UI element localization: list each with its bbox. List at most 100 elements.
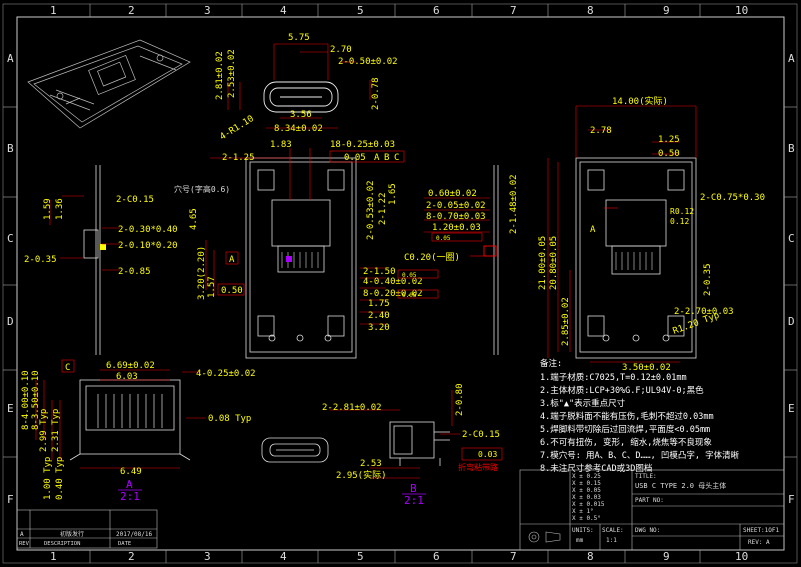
dim-label: 2-1.22	[378, 192, 388, 225]
dim-label: 6.49	[120, 467, 142, 477]
note-item: 6.不可有扭伤, 变形, 缩水,烧焦等不良现象	[540, 437, 712, 448]
bend-note: 折弯粘带路	[458, 462, 498, 472]
rev-desc: 初版发行	[60, 530, 84, 538]
rev-header: REV	[19, 541, 30, 547]
datum-label: A	[374, 153, 380, 163]
note-item: 8.未注尺寸参考CAD或3D图档	[540, 463, 652, 474]
dim-label: 0.40 Typ	[55, 457, 65, 500]
note-item: 2.主体材质:LCP+30%G.F;UL94V-0;黑色	[540, 385, 704, 396]
dim-label: 4.65	[189, 208, 199, 230]
tolerance: X ± 1°	[572, 508, 594, 515]
dim-label: 1.36	[55, 198, 65, 220]
col-label: 10	[735, 4, 748, 17]
dim-label: 2.70	[330, 45, 352, 55]
col-label: 4	[280, 4, 287, 17]
col-label: 3	[204, 4, 211, 17]
dim-label: 2-0.80	[455, 383, 465, 416]
col-label: 5	[357, 550, 364, 563]
grid-column-labels-top: 1 2 3 4 5 6 7 8 9 10	[50, 4, 748, 17]
dim-label: 0.05	[344, 153, 366, 163]
col-label: 2	[128, 4, 135, 17]
gdt-label: 0.05	[436, 235, 451, 242]
section-scale: 2:1	[120, 490, 140, 503]
units-value: mm	[576, 537, 584, 544]
scale-value: 1:1	[606, 537, 617, 544]
dim-label: 1.57	[207, 276, 217, 298]
row-label: F	[7, 493, 14, 506]
dim-label: C0.20(一圈)	[404, 252, 460, 263]
col-label: 10	[735, 550, 748, 563]
section-b: 2-2.81±0.02 2-0.80 2-C0.15 0.03 2.53 2.9…	[322, 383, 503, 507]
note-item: 5.焊脚料带切除后过回流焊,平面度<0.05mm	[540, 424, 710, 435]
rev-date: 2017/08/16	[116, 531, 153, 538]
cavity-note: 穴号(字高0.6)	[174, 184, 230, 194]
dim-label: 6.03	[116, 372, 138, 382]
front-view: 1.83 2-1.25 18-0.25±0.03 0.05 A B C 穴号(字…	[174, 140, 439, 359]
dwg-label: DWG NO:	[635, 527, 660, 534]
row-label: F	[788, 493, 795, 506]
notes-title: 备注:	[540, 358, 562, 369]
dim-label: 2-1.25	[222, 153, 255, 163]
section-label: A	[126, 478, 133, 491]
grid-column-labels-bottom: 1 2 3 4 5 6 7 8 9 10	[50, 550, 748, 563]
row-label: B	[788, 142, 795, 155]
col-label: 7	[510, 4, 517, 17]
col-label: 8	[587, 550, 594, 563]
rev-value: A	[20, 531, 24, 538]
units-label: UNITS:	[572, 527, 594, 534]
notes-block: 备注: 1.端子材质:C7025,T=0.12±0.01mm 2.主体材质:LC…	[540, 358, 740, 474]
col-label: 5	[357, 4, 364, 17]
dim-label: 2-0.30*0.40	[118, 225, 178, 235]
revision-block: A 初版发行 2017/08/16 REV DESCRIPTION DATE	[16, 509, 158, 549]
dim-label: 2.31 Typ	[51, 409, 61, 452]
dim-label: 8-0.70±0.03	[426, 212, 486, 222]
dim-label: 3.56	[290, 110, 312, 120]
title-label: TITLE:	[635, 473, 657, 480]
datum-label: C	[65, 363, 70, 373]
tolerance: X ± 0.05	[572, 487, 601, 494]
note-item: 4.端子脱料面不能有压伤,毛刺不超过0.03mm	[540, 411, 714, 422]
dim-label: 2-0.10*0.20	[118, 241, 178, 251]
dim-label: 2.81±0.02	[215, 51, 225, 100]
dim-label: 1.25	[658, 135, 680, 145]
dim-label: 1.20±0.03	[432, 223, 481, 233]
col-label: 4	[280, 550, 287, 563]
dim-label: 5.75	[288, 33, 310, 43]
scale-label: SCALE:	[602, 527, 624, 534]
dim-label: 3.50±0.02	[622, 363, 671, 373]
dim-label: 2-0.85	[118, 267, 151, 277]
datum-label: A	[590, 225, 596, 235]
dim-label: 2-2.81±0.02	[322, 403, 382, 413]
col-label: 8	[587, 4, 594, 17]
datum-label: B	[384, 153, 389, 163]
datum-label: C	[394, 153, 399, 163]
dim-label: 0.50	[221, 286, 243, 296]
dim-label: 2.40	[368, 311, 390, 321]
dim-label: R0.12	[670, 207, 694, 216]
col-label: 9	[663, 550, 670, 563]
tolerance: X ± 0.15	[572, 480, 601, 487]
part-no-label: PART NO:	[635, 497, 664, 504]
note-item: 1.端子材质:C7025,T=0.12±0.01mm	[540, 372, 687, 383]
dim-label: 1.00 Typ	[43, 457, 53, 500]
mini-front-view	[261, 437, 329, 463]
dim-label: 8.34±0.02	[274, 124, 323, 134]
note-item: 3.标"▲"表示重点尺寸	[540, 398, 626, 409]
dim-label: 2-1.48±0.02	[509, 174, 519, 234]
tolerance: X ± 0.015	[572, 501, 605, 508]
datum-label: A	[229, 255, 235, 265]
tolerance: X ± 0.03	[572, 494, 601, 501]
row-label: E	[7, 402, 14, 415]
dim-label: 2-0.50±0.02	[338, 57, 398, 67]
dim-label: 2.99 Typ	[39, 409, 49, 452]
row-label: A	[788, 52, 795, 65]
isometric-view	[27, 39, 191, 129]
title-value: USB C TYPE 2.0 母头主体	[635, 481, 726, 490]
section-a: 6.69±0.02 6.03 4-0.25±0.02 C 0.08 Typ 6.…	[21, 359, 256, 503]
col-label: 6	[433, 550, 440, 563]
projection-symbol	[528, 531, 561, 543]
col-label: 1	[50, 550, 57, 563]
dim-label: 2-0.05±0.02	[426, 201, 486, 211]
tolerance: X ± 0.25	[572, 473, 601, 480]
